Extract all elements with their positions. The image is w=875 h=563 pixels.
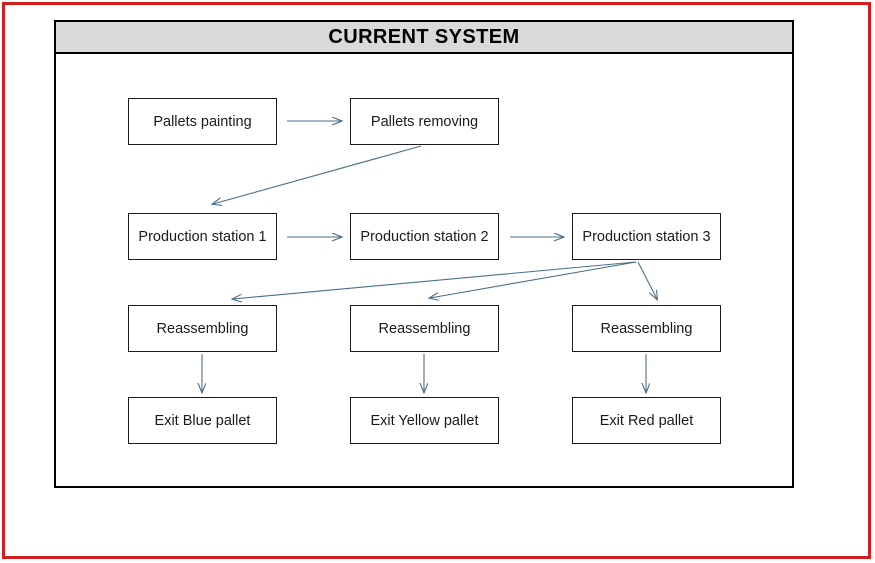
- node-reassembling-3[interactable]: Reassembling: [572, 305, 721, 352]
- node-label: Reassembling: [378, 320, 471, 337]
- node-pallets-removing[interactable]: Pallets removing: [350, 98, 499, 145]
- node-production-station-1[interactable]: Production station 1: [128, 213, 277, 260]
- node-label: Reassembling: [156, 320, 249, 337]
- panel-title: CURRENT SYSTEM: [56, 22, 792, 54]
- node-production-station-3[interactable]: Production station 3: [572, 213, 721, 260]
- node-label: Production station 2: [360, 228, 489, 245]
- node-label: Production station 1: [138, 228, 267, 245]
- node-label: Pallets removing: [370, 113, 479, 130]
- node-reassembling-2[interactable]: Reassembling: [350, 305, 499, 352]
- node-production-station-2[interactable]: Production station 2: [350, 213, 499, 260]
- node-label: Exit Blue pallet: [154, 412, 251, 429]
- node-label: Reassembling: [600, 320, 693, 337]
- node-label: Exit Red pallet: [599, 412, 694, 429]
- node-label: Production station 3: [582, 228, 711, 245]
- node-exit-red-pallet[interactable]: Exit Red pallet: [572, 397, 721, 444]
- node-label: Exit Yellow pallet: [370, 412, 479, 429]
- node-pallets-painting[interactable]: Pallets painting: [128, 98, 277, 145]
- node-exit-blue-pallet[interactable]: Exit Blue pallet: [128, 397, 277, 444]
- node-label: Pallets painting: [153, 113, 252, 130]
- node-exit-yellow-pallet[interactable]: Exit Yellow pallet: [350, 397, 499, 444]
- node-reassembling-1[interactable]: Reassembling: [128, 305, 277, 352]
